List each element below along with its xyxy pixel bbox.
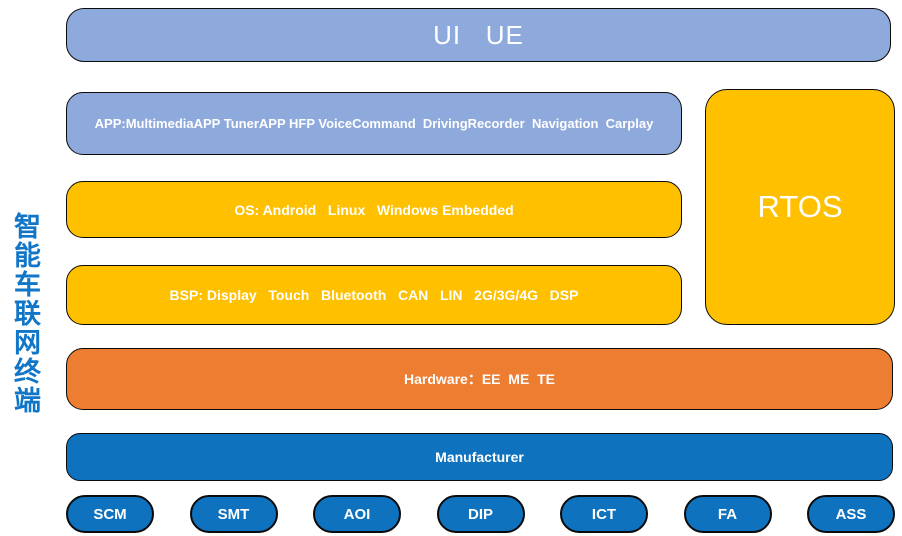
process-step-smt-label: SMT xyxy=(217,505,250,523)
layer-os-label: OS: Android Linux Windows Embedded xyxy=(234,201,514,218)
process-step-fa-label: FA xyxy=(717,505,738,523)
process-step-fa: FA xyxy=(683,495,772,533)
layer-ui-ue-label: UI UE xyxy=(433,19,524,50)
layer-bsp-label: BSP: Display Touch Bluetooth CAN LIN 2G/… xyxy=(169,287,579,303)
layer-app: APP:MultimediaAPP TunerAPP HFP VoiceComm… xyxy=(66,92,682,155)
process-step-ass-label: ASS xyxy=(835,505,867,523)
process-step-dip: DIP xyxy=(436,495,525,533)
process-step-ass: ASS xyxy=(807,495,895,533)
layer-manufacturer: Manufacturer xyxy=(66,433,893,481)
layer-hardware-label: Hardware：EE ME TE xyxy=(404,371,555,387)
layer-app-label: APP:MultimediaAPP TunerAPP HFP VoiceComm… xyxy=(94,116,654,131)
layer-ui-ue: UI UE xyxy=(66,8,891,62)
layer-bsp: BSP: Display Touch Bluetooth CAN LIN 2G/… xyxy=(66,265,682,325)
process-step-ict: ICT xyxy=(560,495,648,533)
process-step-scm-label: SCM xyxy=(93,505,127,523)
layer-rtos-label: RTOS xyxy=(757,189,843,224)
process-steps-row: SCM SMT AOI DIP ICT FA ASS xyxy=(66,495,895,533)
process-step-scm: SCM xyxy=(66,495,154,533)
process-step-smt: SMT xyxy=(189,495,278,533)
diagram-side-title: 智能车联网终端 xyxy=(10,212,40,415)
process-step-aoi: AOI xyxy=(313,495,401,533)
process-step-dip-label: DIP xyxy=(467,505,493,523)
layer-manufacturer-label: Manufacturer xyxy=(435,449,524,465)
layer-hardware: Hardware：EE ME TE xyxy=(66,348,893,410)
process-step-aoi-label: AOI xyxy=(343,505,371,523)
layer-os: OS: Android Linux Windows Embedded xyxy=(66,181,682,238)
layer-rtos: RTOS xyxy=(705,89,895,325)
process-step-ict-label: ICT xyxy=(591,505,617,523)
